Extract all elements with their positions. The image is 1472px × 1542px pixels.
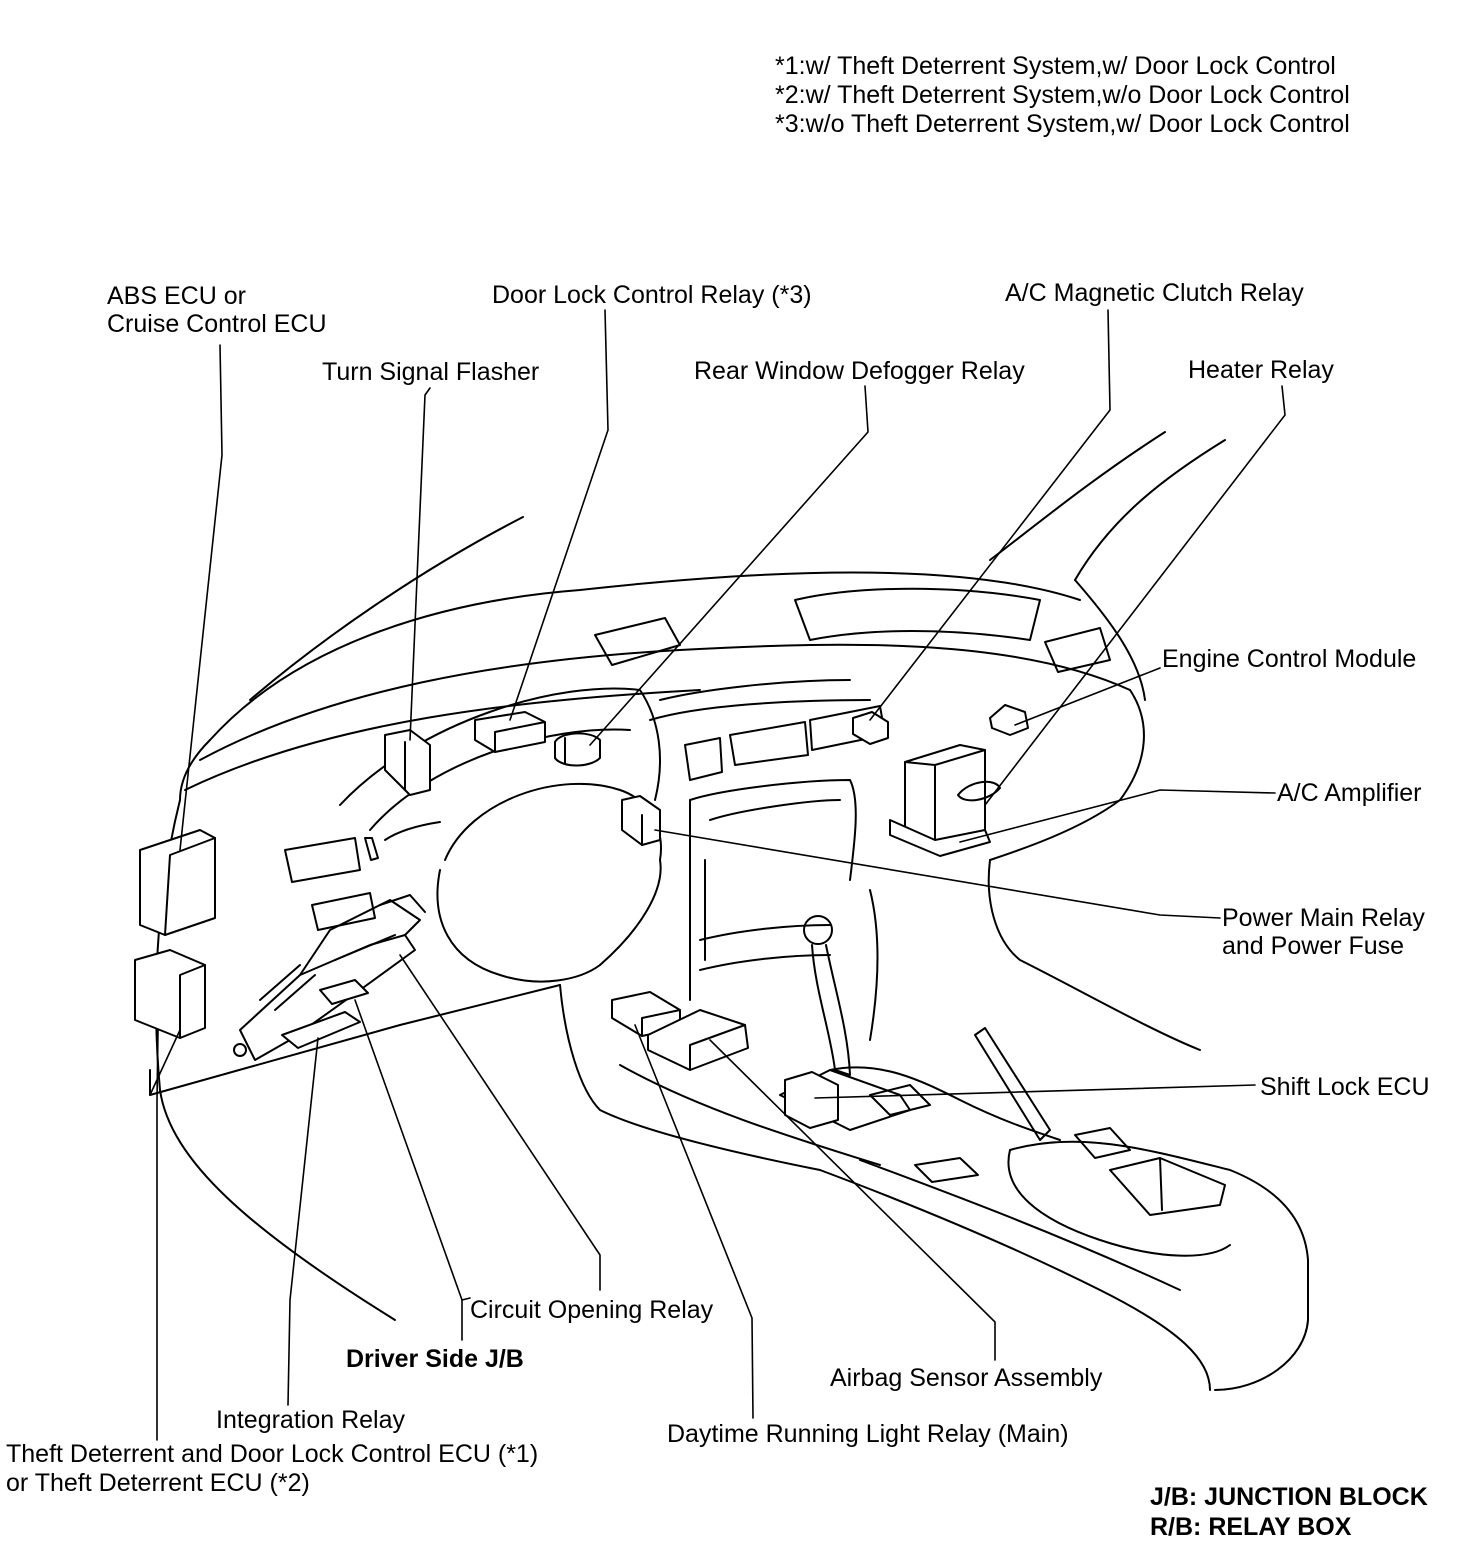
- door-lock-control-relay-component: [474, 711, 546, 753]
- label-theft-deterrent-ecu-line1: Theft Deterrent and Door Lock Control EC…: [6, 1440, 539, 1468]
- door-lock-relay-leader: [509, 309, 609, 721]
- label-door-lock-control-relay: Door Lock Control Relay (*3): [492, 281, 812, 309]
- heater-relay-component: [989, 704, 1029, 736]
- driver-side-jb-component: [233, 894, 426, 1061]
- daytime-running-light-relay-component: [611, 991, 681, 1037]
- note-2: *2:w/ Theft Deterrent System,w/o Door Lo…: [775, 81, 1350, 109]
- dashboard-outline: [149, 431, 1309, 1391]
- label-daytime-running-light-relay: Daytime Running Light Relay (Main): [667, 1420, 1069, 1448]
- turn-signal-flasher-leader: [409, 387, 431, 741]
- leader-lines: [149, 309, 1286, 1441]
- rear-window-defogger-leader: [589, 385, 869, 746]
- ac-amplifier-leader: [959, 789, 1276, 843]
- engine-control-module-leader: [1014, 667, 1161, 726]
- label-power-main-relay-line2: and Power Fuse: [1222, 932, 1405, 960]
- label-shift-lock-ecu: Shift Lock ECU: [1260, 1073, 1430, 1101]
- label-driver-side-jb: Driver Side J/B: [346, 1345, 524, 1373]
- ac-amplifier-component: [889, 744, 1001, 857]
- label-turn-signal-flasher: Turn Signal Flasher: [322, 358, 540, 386]
- label-power-main-relay-line1: Power Main Relay: [1222, 904, 1425, 932]
- ac-magnetic-clutch-relay-component: [852, 711, 889, 745]
- label-abs-ecu-line1: ABS ECU or: [107, 282, 246, 310]
- turn-signal-flasher-component: [384, 729, 431, 796]
- label-engine-control-module: Engine Control Module: [1162, 645, 1417, 673]
- label-ac-magnetic-clutch-relay: A/C Magnetic Clutch Relay: [1005, 279, 1304, 307]
- abs-ecu-component: [139, 829, 216, 936]
- theft-deterrent-ecu-leader: [156, 1029, 159, 1441]
- theft-deterrent-ecu-component: [134, 949, 206, 1039]
- heater-relay-leader: [984, 385, 1286, 806]
- ac-magnetic-clutch-leader: [869, 309, 1111, 721]
- power-main-relay-leader: [654, 829, 1221, 919]
- note-1: *1:w/ Theft Deterrent System,w/ Door Loc…: [775, 52, 1336, 80]
- driver-side-jb-leader: [354, 999, 463, 1341]
- label-circuit-opening-relay: Circuit Opening Relay: [470, 1296, 714, 1324]
- shift-lock-ecu-component: [784, 1071, 839, 1129]
- airbag-sensor-leader: [709, 1039, 996, 1361]
- power-main-relay-component: [621, 795, 661, 846]
- circuit-opening-relay-leader: [399, 954, 601, 1291]
- legend-jb: J/B: JUNCTION BLOCK: [1150, 1483, 1428, 1511]
- label-integration-relay: Integration Relay: [216, 1406, 406, 1434]
- label-heater-relay: Heater Relay: [1188, 356, 1334, 384]
- label-airbag-sensor-assembly: Airbag Sensor Assembly: [830, 1364, 1103, 1392]
- label-abs-ecu-line2: Cruise Control ECU: [107, 310, 327, 338]
- note-3: *3:w/o Theft Deterrent System,w/ Door Lo…: [775, 110, 1350, 138]
- rear-window-defogger-relay-component: [554, 732, 601, 767]
- daytime-running-light-leader: [634, 1024, 754, 1419]
- legend-rb: R/B: RELAY BOX: [1150, 1513, 1352, 1541]
- driver-side-jb-leader-2: [461, 1297, 471, 1301]
- shift-lock-ecu-leader: [814, 1084, 1256, 1099]
- label-rear-window-defogger-relay: Rear Window Defogger Relay: [694, 357, 1025, 385]
- label-ac-amplifier: A/C Amplifier: [1277, 779, 1422, 807]
- abs-ecu-leader: [179, 344, 223, 851]
- integration-relay-leader: [287, 1037, 319, 1406]
- airbag-sensor-assembly-component: [647, 1009, 749, 1071]
- theft-deterrent-ecu-leader-2: [149, 1029, 181, 1096]
- label-theft-deterrent-ecu-line2: or Theft Deterrent ECU (*2): [6, 1469, 310, 1497]
